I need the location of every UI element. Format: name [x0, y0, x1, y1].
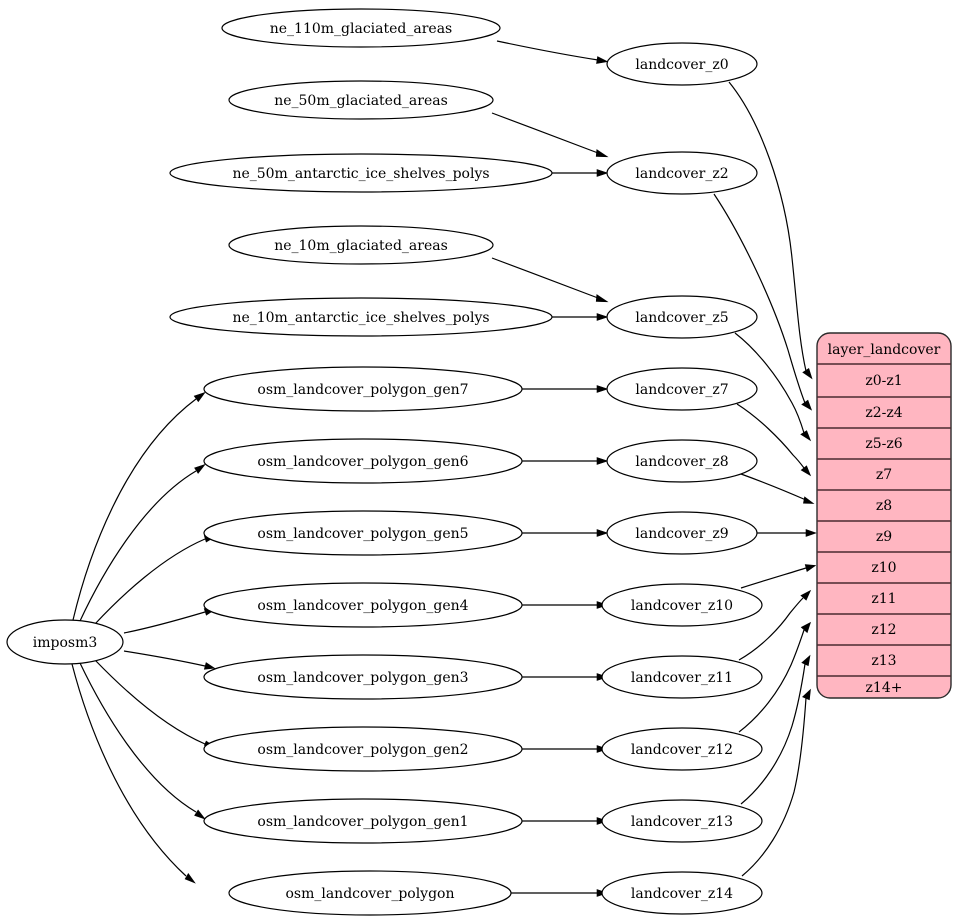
- edge-imposm3-to-gen7: [72, 398, 197, 621]
- arrowhead-imposm3-to-gen1: [194, 809, 206, 820]
- node-landcover-z0[interactable]: landcover_z0: [606, 42, 758, 86]
- arrowhead-z12-to-row-z12: [800, 621, 812, 634]
- arrowhead-z11-to-row-z11: [800, 589, 812, 601]
- edges-sources-to-landcover: [491, 40, 609, 321]
- node-ne-50m-glaciated-areas[interactable]: ne_50m_glaciated_areas: [228, 80, 494, 120]
- arrowhead-z2-to-row-z2z4: [801, 399, 813, 411]
- arrowhead-ne110m-to-z0: [596, 56, 609, 64]
- edges-imposm3-to-osm: [71, 391, 216, 884]
- edge-imposm3-to-gen4: [123, 611, 206, 634]
- node-landcover-z11[interactable]: landcover_z11: [601, 655, 763, 699]
- arrowhead-ne10m-glac-to-z5: [595, 294, 609, 303]
- node-landcover-z2[interactable]: landcover_z2: [606, 151, 758, 195]
- arrowhead-z0-to-row-z0z1: [802, 368, 813, 380]
- node-landcover-z13[interactable]: landcover_z13: [601, 799, 763, 843]
- edge-imposm3-to-gen3: [123, 650, 206, 667]
- node-imposm3[interactable]: imposm3: [6, 619, 124, 665]
- node-osm-landcover-polygon-gen1[interactable]: osm_landcover_polygon_gen1: [203, 798, 523, 844]
- node-osm-landcover-polygon-gen5[interactable]: osm_landcover_polygon_gen5: [203, 510, 523, 556]
- node-landcover-z9[interactable]: landcover_z9: [606, 511, 758, 555]
- edge-ne110m-to-z0: [496, 40, 599, 61]
- arrowhead-ne10m-shelves-to-z5: [596, 313, 609, 321]
- node-landcover-z5[interactable]: landcover_z5: [606, 295, 758, 339]
- node-landcover-z8[interactable]: landcover_z8: [606, 439, 758, 483]
- node-landcover-z14[interactable]: landcover_z14: [601, 871, 763, 915]
- arrowhead-z14-to-row-z14plus: [802, 688, 811, 701]
- edge-z10-to-row-z10: [740, 567, 807, 589]
- arrowhead-imposm3-to-gen3: [203, 662, 216, 670]
- edge-imposm3-to-gen6: [79, 470, 197, 622]
- edge-z12-to-row-z12: [738, 629, 805, 733]
- arrowhead-z7-to-row-z7: [800, 465, 812, 477]
- node-landcover-z12[interactable]: landcover_z12: [601, 727, 763, 771]
- arrowhead-imposm3-to-gen6: [194, 463, 206, 474]
- edge-z13-to-row-z13: [740, 663, 806, 805]
- edges-landcover-to-record: [713, 81, 817, 877]
- node-osm-landcover-polygon-gen2[interactable]: osm_landcover_polygon_gen2: [203, 726, 523, 772]
- edge-ne10m-glac-to-z5: [491, 257, 599, 299]
- node-osm-landcover-polygon-gen4[interactable]: osm_landcover_polygon_gen4: [203, 582, 523, 628]
- edge-z8-to-row-z8: [740, 473, 807, 501]
- edges-osm-to-landcover: [510, 385, 609, 897]
- arrowhead-imposm3-to-polygon: [184, 873, 196, 884]
- node-osm-landcover-polygon-gen3[interactable]: osm_landcover_polygon_gen3: [203, 654, 523, 700]
- node-osm-landcover-polygon-gen7[interactable]: osm_landcover_polygon_gen7: [203, 366, 523, 412]
- edge-z5-to-row-z5z6: [734, 332, 805, 434]
- node-ne-50m-antarctic-ice-shelves-polys[interactable]: ne_50m_antarctic_ice_shelves_polys: [169, 153, 553, 193]
- arrowhead-gen7-to-z7: [596, 385, 609, 393]
- arrowhead-z13-to-row-z13: [801, 654, 811, 667]
- edge-imposm3-to-polygon: [71, 663, 187, 877]
- edge-imposm3-to-gen2: [94, 659, 206, 745]
- arrowhead-gen6-to-z8: [596, 457, 609, 465]
- arrowhead-ne50m-glac-to-z2: [595, 149, 609, 158]
- arrowhead-gen5-to-z9: [596, 529, 609, 537]
- node-landcover-z10[interactable]: landcover_z10: [601, 583, 763, 627]
- edge-z0-to-row-z0z1: [728, 81, 807, 372]
- edge-z2-to-row-z2z4: [713, 193, 806, 404]
- arrowhead-z10-to-row-z10: [804, 564, 817, 572]
- node-ne-10m-antarctic-ice-shelves-polys[interactable]: ne_10m_antarctic_ice_shelves_polys: [169, 297, 553, 337]
- node-landcover-z7[interactable]: landcover_z7: [606, 367, 758, 411]
- edge-z7-to-row-z7: [736, 403, 805, 469]
- arrowhead-imposm3-to-gen7: [193, 391, 206, 403]
- arrowhead-ne50m-shelves-to-z2: [596, 169, 609, 177]
- node-osm-landcover-polygon[interactable]: osm_landcover_polygon: [228, 870, 512, 916]
- edge-ne50m-glac-to-z2: [491, 112, 599, 154]
- edge-imposm3-to-gen5: [94, 538, 206, 625]
- node-ne-110m-glaciated-areas[interactable]: ne_110m_glaciated_areas: [221, 8, 501, 48]
- arrowhead-z8-to-row-z8: [803, 496, 815, 504]
- record-node-layer-landcover[interactable]: layer_landcover z0-z1 z2-z4 z5-z6 z7 z8 …: [816, 332, 952, 699]
- arrowhead-z9-to-row-z9: [805, 529, 817, 537]
- node-ne-10m-glaciated-areas[interactable]: ne_10m_glaciated_areas: [228, 225, 494, 265]
- edge-z11-to-row-z11: [738, 597, 804, 661]
- edge-imposm3-to-gen1: [79, 662, 197, 813]
- arrowhead-z5-to-row-z5z6: [800, 430, 812, 442]
- edge-z14-to-row-z14plus: [741, 697, 807, 877]
- node-osm-landcover-polygon-gen6[interactable]: osm_landcover_polygon_gen6: [203, 438, 523, 484]
